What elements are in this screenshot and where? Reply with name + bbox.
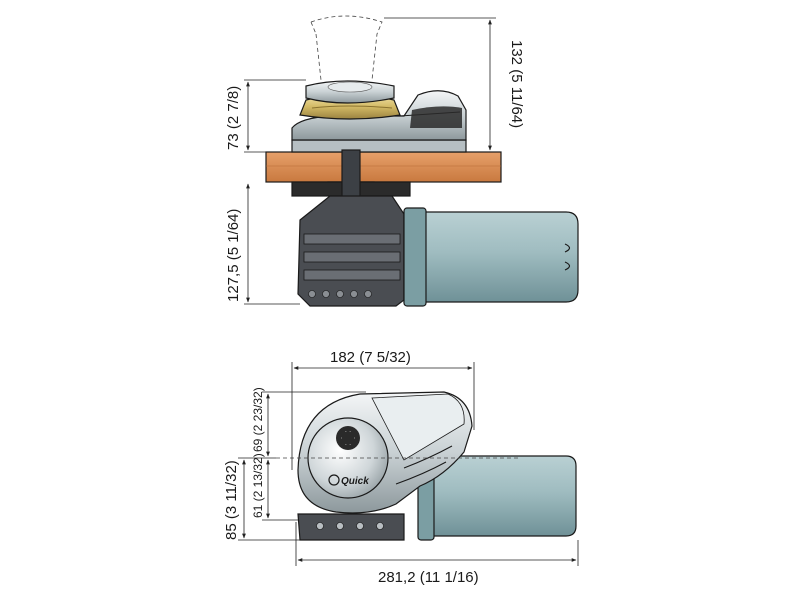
top-view: Quick 182 (7 5/32) 69 (2 23/32) 61 (2 13… bbox=[223, 349, 579, 586]
capstan-outline-dashed bbox=[310, 15, 383, 81]
spline-socket-icon bbox=[336, 426, 360, 450]
gearbox-bolts bbox=[308, 290, 372, 298]
dim-label-clearance-top: 132 (5 11/64) bbox=[508, 40, 525, 128]
deck-board bbox=[265, 151, 502, 183]
dim-label-height-below-deck: 127,5 (5 1/64) bbox=[225, 209, 242, 302]
brand-logo: Quick bbox=[328, 474, 369, 487]
dim-label-width-housing: 182 (7 5/32) bbox=[330, 349, 411, 366]
deck-base-plate bbox=[291, 139, 467, 153]
motor-top bbox=[423, 455, 577, 537]
motor-side bbox=[403, 211, 579, 303]
dim-label-height-above-deck: 73 (2 7/8) bbox=[225, 86, 242, 150]
side-view: 73 (2 7/8) 132 (5 11/64) 127,5 (5 1/64) bbox=[225, 15, 579, 307]
brand-logo-text: Quick bbox=[341, 476, 369, 487]
dim-label-depth: 85 (3 11/32) bbox=[223, 460, 240, 540]
base-bolts bbox=[316, 522, 384, 530]
dim-label-upper-offset: 69 (2 23/32) bbox=[251, 387, 265, 452]
dim-label-total-length: 281,2 (11 1/16) bbox=[378, 569, 479, 586]
dim-label-lower-offset: 61 (2 13/32) bbox=[251, 453, 265, 518]
gearbox bbox=[297, 195, 405, 307]
chain-pipe-base bbox=[297, 513, 405, 541]
